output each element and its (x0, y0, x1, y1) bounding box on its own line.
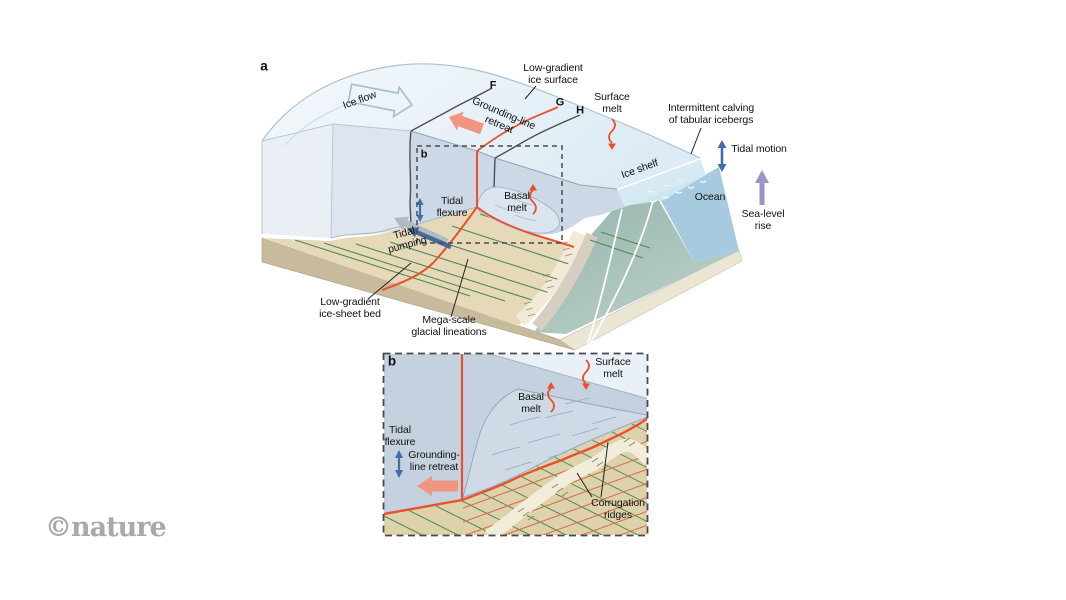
corrugation-ticks (523, 241, 573, 317)
seafloor-sediment-band (532, 232, 598, 331)
inset-border (382, 352, 649, 537)
nature-logo: ©nature (45, 512, 167, 543)
inset-cavity (462, 388, 647, 498)
marker-h: H (576, 104, 584, 117)
slumped-sediment-band (515, 230, 586, 326)
surface-cut-edge (410, 130, 618, 190)
ice-flow-arrow (347, 83, 414, 119)
label-sea-level-rise: Sea-level rise (741, 208, 785, 232)
surface-curve-f (410, 87, 493, 132)
label-intermittent-calving: Intermittent calving of tabular icebergs (667, 102, 755, 126)
ice-front-trajectory-lines (587, 200, 654, 344)
inset-indicator-box (416, 145, 563, 244)
calving-front-face (617, 158, 706, 207)
bed-slab (261, 199, 743, 351)
inset-label-tidal-flexure: Tidal flexure (384, 424, 416, 448)
label-tidal-flexure: Tidal flexure (436, 195, 468, 219)
label-basal-melt: Basal melt (504, 190, 530, 214)
grounding-line-retreat-arrow (449, 111, 484, 135)
cavity-flow-lines (494, 194, 537, 222)
marker-g: G (555, 96, 565, 109)
former-position-h-line (493, 157, 496, 189)
tidal-flexure-arrow (416, 198, 424, 222)
ice-left-face (262, 124, 333, 238)
grounding-line (381, 106, 575, 291)
label-surface-melt: Surface melt (594, 91, 630, 115)
inset-leader-lines (576, 441, 609, 498)
ocean-front-face (660, 167, 739, 262)
basal-melt-arrow (529, 184, 537, 215)
label-low-gradient-bed: Low-gradient ice-sheet bed (319, 296, 381, 320)
inset-label-surface-melt: Surface melt (595, 356, 631, 380)
inset-grounding-line (384, 354, 647, 516)
surface-melt-arrow (608, 118, 616, 150)
inset-panel (382, 352, 649, 537)
inset-basal-melt-arrow (547, 382, 555, 413)
tidal-pumping-arrow (394, 216, 452, 250)
inset-label-basal-melt: Basal melt (518, 391, 544, 415)
marker-f: F (489, 79, 497, 92)
label-ocean: Ocean (694, 191, 726, 204)
label-tidal-motion: Tidal motion (731, 143, 787, 156)
sea-level-rise-arrow (755, 170, 769, 205)
panel-a-label: a (260, 58, 268, 74)
inset-ice-surface (490, 354, 647, 399)
inset-retreat-arrow (417, 476, 458, 496)
cross-section-face (411, 131, 625, 235)
former-position-f-line (409, 130, 412, 227)
leader-lines (367, 85, 702, 318)
label-low-gradient-ice-surface: Low-gradient ice surface (523, 62, 583, 86)
surface-curve-h (494, 114, 581, 159)
seafloor (534, 199, 739, 334)
inset-surface-melt-arrow (582, 359, 590, 390)
inset-tidal-flexure-arrow (395, 450, 403, 478)
inset-bed (384, 418, 647, 535)
ice-front-face (331, 124, 411, 238)
tidal-motion-arrow (717, 140, 727, 172)
inset-ridge-band (485, 438, 647, 535)
label-mega-scale-lineations: Mega-scale glacial lineations (411, 314, 487, 338)
inset-ridge-ticks (517, 437, 636, 521)
inset-label-grounding-line-retreat: Grounding- line retreat (408, 449, 460, 473)
inset-label-corrugation-ridges: Corrugation ridges (591, 497, 645, 521)
panel-b-label: b (387, 353, 397, 369)
inset-indicator-label: b (420, 148, 428, 161)
